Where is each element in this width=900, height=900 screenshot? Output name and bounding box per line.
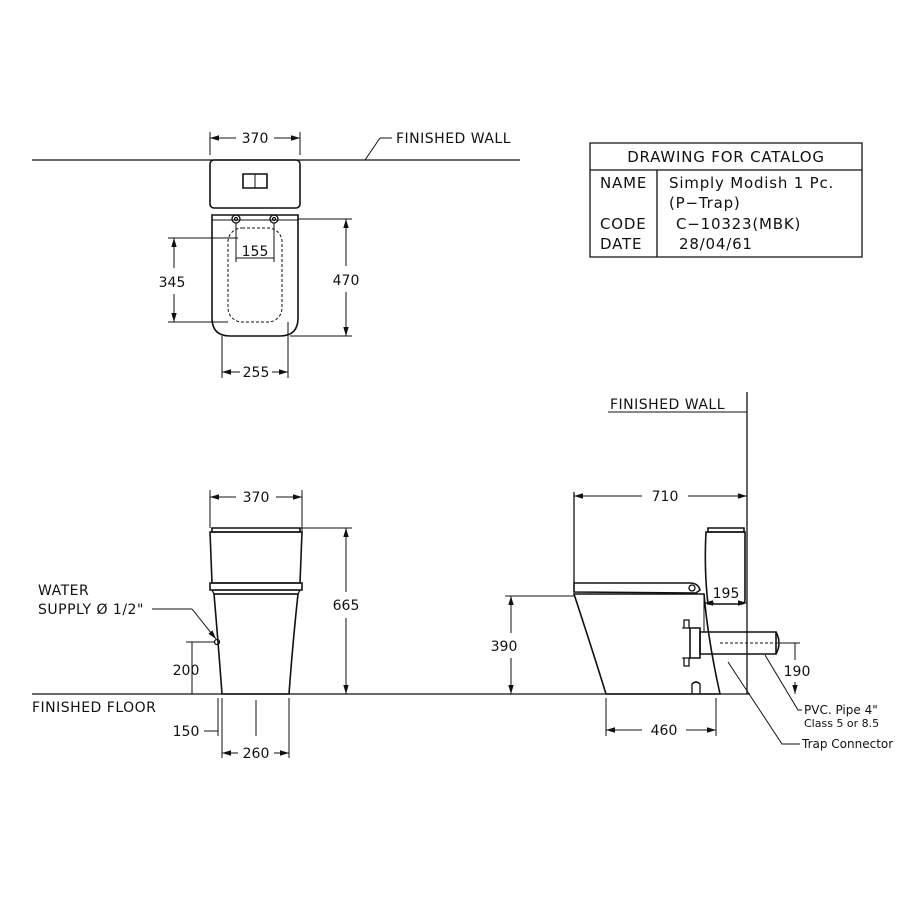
top-tank [210, 160, 300, 208]
trap-bolt-top-icon [684, 620, 689, 628]
dim-side-base-length: 460 [651, 723, 678, 739]
finished-wall-top-label: FINISHED WALL [396, 131, 511, 147]
title-row-value-code: C−10323(MBK) [676, 215, 801, 233]
side-view: FINISHED WALL 710 390 [491, 392, 893, 751]
title-row-label-date: DATE [600, 235, 642, 253]
title-row-label-name: NAME [600, 174, 647, 192]
title-row-value-variant: (P−Trap) [669, 194, 741, 212]
hinge-hole-left [232, 215, 240, 223]
floor-bolt-icon [692, 682, 700, 694]
top-seat-opening [228, 228, 282, 322]
dim-side-length: 710 [652, 489, 679, 505]
dim-top-depth-inner: 345 [159, 275, 186, 291]
title-row-value-date: 28/04/61 [679, 235, 753, 253]
dim-top-width: 370 [242, 131, 269, 147]
dim-front-width: 370 [243, 490, 270, 506]
top-bowl [212, 215, 298, 336]
dim-top-depth-outer: 470 [333, 273, 360, 289]
side-seat [574, 583, 700, 593]
dim-front-supply-offset: 150 [173, 724, 200, 740]
dim-side-pipe-height: 190 [784, 664, 811, 680]
side-bowl [574, 594, 720, 694]
trap-connector-label: Trap Connector [801, 737, 893, 751]
title-block-heading: DRAWING FOR CATALOG [627, 148, 825, 166]
front-tank [210, 532, 302, 583]
water-supply-label-line1: WATER [38, 583, 89, 599]
title-row-label-code: CODE [600, 215, 647, 233]
dim-side-seat-height: 390 [491, 639, 518, 655]
dim-side-trap-offset: 195 [713, 586, 740, 602]
pvc-pipe-label: PVC. Pipe 4" [804, 703, 878, 717]
finished-floor-label: FINISHED FLOOR [32, 700, 156, 716]
dim-front-height: 665 [333, 598, 360, 614]
finished-wall-side-label: FINISHED WALL [610, 397, 725, 413]
front-view: 370 665 200 WATER SUPPLY Ø 1/2" 150 260 [38, 490, 359, 762]
water-supply-label-line2: SUPPLY Ø 1/2" [38, 602, 144, 618]
dim-front-base-width: 260 [243, 746, 270, 762]
dim-top-seat-width: 255 [243, 365, 270, 381]
hinge-hole-right [270, 215, 278, 223]
pvc-class-label: Class 5 or 8.5 [804, 717, 879, 730]
front-seat [210, 583, 302, 590]
water-supply-valve-icon [215, 640, 220, 645]
front-body [214, 594, 298, 694]
dim-front-supply-height: 200 [173, 663, 200, 679]
dim-top-hole-spacing: 155 [242, 244, 269, 260]
title-block: DRAWING FOR CATALOG NAME Simply Modish 1… [590, 143, 862, 257]
trap-bolt-bottom-icon [684, 658, 689, 666]
trap-connector [690, 628, 700, 658]
top-view: FINISHED WALL 370 470 345 [32, 131, 520, 381]
title-row-value-name: Simply Modish 1 Pc. [669, 174, 834, 192]
